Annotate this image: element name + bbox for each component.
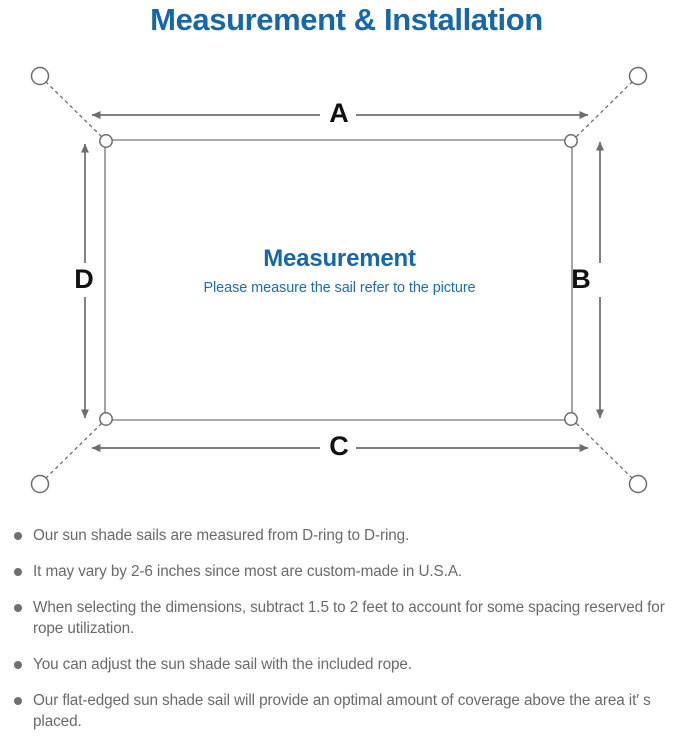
note-text: Our sun shade sails are measured from D-… [33, 527, 410, 544]
bullet-icon [14, 604, 22, 612]
anchor-point-bottom-right [628, 474, 648, 494]
list-item: Our sun shade sails are measured from D-… [10, 525, 679, 546]
list-item: You can adjust the sun shade sail with t… [10, 654, 679, 675]
bullet-icon [14, 697, 22, 705]
diagram-center-title: Measurement [263, 245, 416, 272]
note-text: It may vary by 2-6 inches since most are… [33, 563, 463, 580]
diagram-center-subtitle: Please measure the sail refer to the pic… [203, 280, 476, 296]
d-ring-bottom-left [99, 412, 113, 426]
list-item: Our flat-edged sun shade sail will provi… [10, 690, 679, 732]
rope-bottom-right [574, 421, 633, 479]
note-text: Our flat-edged sun shade sail will provi… [33, 692, 651, 730]
dimension-label-d: D [74, 264, 94, 294]
bullet-icon [14, 568, 22, 576]
sail-measurement-diagram [0, 45, 679, 515]
sail-rectangle [104, 139, 573, 421]
page-title: Measurement & Installation [150, 2, 543, 37]
d-ring-top-right [564, 134, 578, 148]
bullet-icon [14, 532, 22, 540]
rope-bottom-left [45, 421, 104, 479]
notes-list: Our sun shade sails are measured from D-… [10, 525, 679, 747]
anchor-point-top-right [628, 66, 648, 86]
dimension-label-b: B [571, 264, 591, 294]
d-ring-top-left [99, 134, 113, 148]
rope-top-left [45, 81, 104, 139]
bullet-icon [14, 661, 22, 669]
list-item: It may vary by 2-6 inches since most are… [10, 561, 679, 582]
note-text: You can adjust the sun shade sail with t… [33, 656, 412, 673]
dimension-label-c: C [329, 431, 349, 461]
note-text: When selecting the dimensions, subtract … [33, 599, 665, 637]
rope-top-right [574, 81, 633, 139]
anchor-point-top-left [30, 66, 50, 86]
anchor-point-bottom-left [30, 474, 50, 494]
d-ring-bottom-right [564, 412, 578, 426]
list-item: When selecting the dimensions, subtract … [10, 597, 679, 639]
dimension-label-a: A [329, 98, 349, 128]
